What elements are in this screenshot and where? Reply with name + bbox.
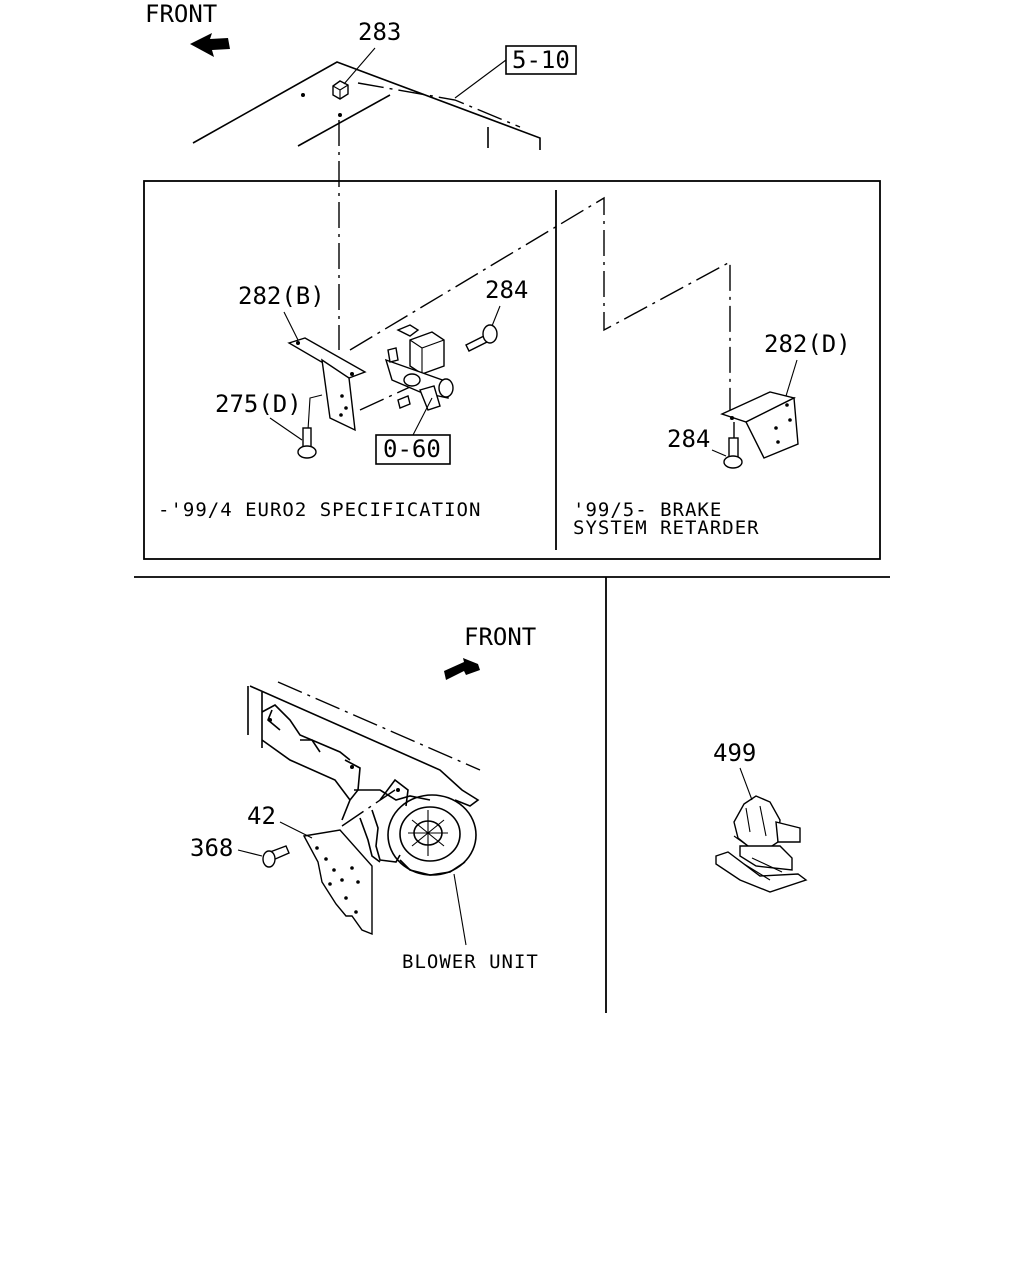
bracket-42 [302,829,373,936]
callout-284-right: 284 [667,425,710,453]
blower-unit-housing [247,681,481,863]
screw-368 [262,845,290,868]
bracket-282b [287,337,367,432]
front-arrow-bottom-icon [444,658,480,680]
caption-brake-line1: '99/5- BRAKE [573,499,722,521]
clip-499 [715,795,808,893]
callout-275d: 275(D) [215,390,302,418]
callout-283: 283 [358,18,401,46]
front-label-bottom: FRONT [464,623,536,651]
callout-284-left: 284 [485,276,528,304]
front-label-top: FRONT [145,0,217,28]
callout-282d: 282(D) [764,330,851,358]
reference-box-0-60 [375,434,451,465]
blower-fan [387,794,477,876]
nut-283 [332,80,349,100]
bolt-275d [297,394,323,459]
caption-brake-line2: SYSTEM RETARDER [573,517,760,539]
bolt-284-right [723,422,743,469]
callout-0-60: 0-60 [383,435,441,463]
callout-5-10: 5-10 [512,46,570,74]
reference-box-5-10 [505,45,577,75]
bolt-284-left [465,324,498,352]
variant-frame [143,180,881,560]
bracket-282d [720,391,799,459]
caption-blower-unit: BLOWER UNIT [402,951,539,973]
caption-euro2-specification: -'99/4 EURO2 SPECIFICATION [158,499,481,521]
callout-499: 499 [713,739,756,767]
callout-368: 368 [190,834,233,862]
top-front-indicator: FRONT [145,0,230,57]
front-arrow-top-icon [190,33,230,57]
solenoid-valve [384,324,454,411]
callout-282b: 282(B) [238,282,325,310]
callout-42: 42 [247,802,276,830]
cab-roof-panel [192,61,541,150]
bottom-front-indicator: FRONT [444,623,536,680]
